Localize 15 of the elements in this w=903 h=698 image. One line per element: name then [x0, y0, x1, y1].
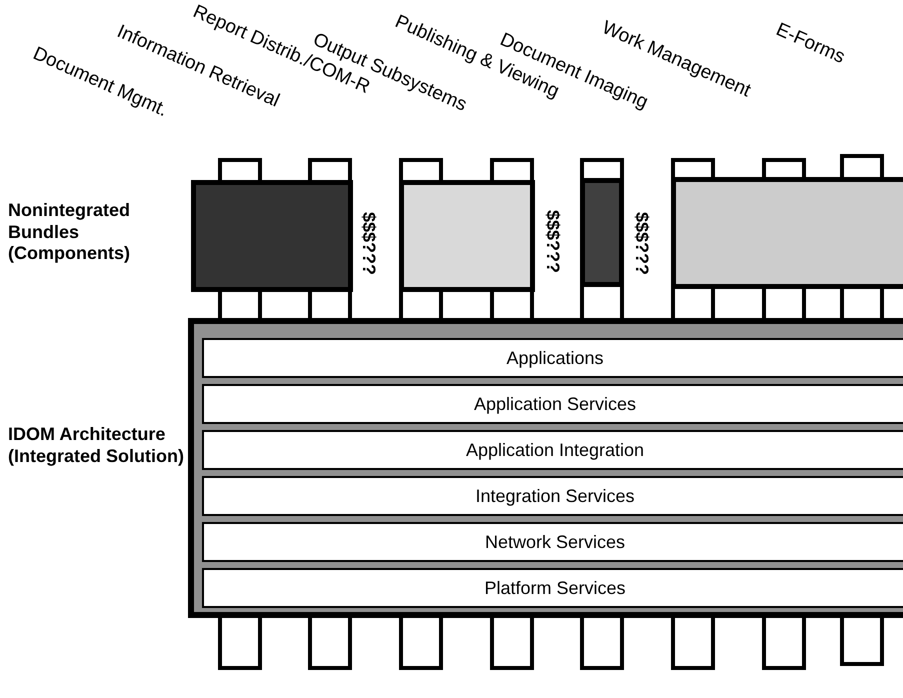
layer-bar: Application Services: [202, 384, 903, 424]
cost-note: $$$???: [544, 210, 562, 274]
component-chip: [671, 177, 903, 289]
component-chip: [399, 180, 535, 292]
architecture-frame: [188, 318, 903, 618]
layer-bar: Application Integration: [202, 430, 903, 470]
layer-bar: Integration Services: [202, 476, 903, 516]
bundle-heading: Nonintegrated Bundles (Components): [8, 200, 132, 265]
cost-note: $$$???: [360, 212, 378, 276]
layer-bar: Applications: [202, 338, 903, 378]
cost-note: $$$???: [633, 212, 651, 276]
layer-bar: Platform Services: [202, 568, 903, 608]
architecture-heading: IDOM Architecture (Integrated Solution): [8, 424, 185, 468]
component-chip: [191, 180, 353, 292]
layer-bar: Network Services: [202, 522, 903, 562]
